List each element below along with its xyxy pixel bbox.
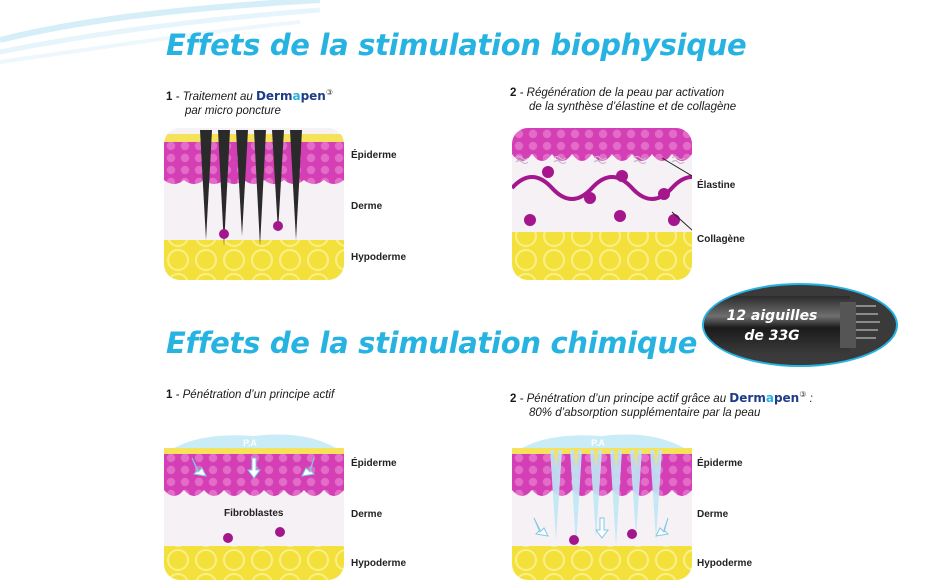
label-derme-chem2: Derme xyxy=(697,509,729,520)
chem-panel2-caption-line2: 80% d’absorption supplémentaire par la p… xyxy=(529,407,761,419)
chem-panel2-caption-text: - Pénétration d’un principe actif grâce … xyxy=(519,393,727,405)
arrow-down-icon-2 xyxy=(533,517,670,539)
label-collagene: Collagène xyxy=(697,234,745,245)
label-epiderme-chem2: Épiderme xyxy=(697,458,743,469)
label-hypoderme: Hypoderme xyxy=(351,252,407,263)
chem-panel2-caption: 2 - Pénétration d’un principe actif grâc… xyxy=(510,388,813,420)
arrow-down-icon xyxy=(191,457,316,479)
section-title-chimique: Effets de la stimulation chimique xyxy=(166,326,698,360)
bio-panel1-number: 1 xyxy=(166,91,173,103)
badge-line2: de 33G xyxy=(744,328,799,344)
label-hypoderme-chem2: Hypoderme xyxy=(697,558,753,569)
pa-label: P.A xyxy=(243,438,257,448)
chem-panel2-caption-suffix: : xyxy=(809,393,813,405)
label-elastine: Élastine xyxy=(697,180,736,191)
label-derme: Derme xyxy=(351,201,383,212)
bio-panel1-caption-line2: par micro poncture xyxy=(185,105,281,117)
needle-icon xyxy=(200,130,302,246)
bio-panel1-caption-text: - Traitement au xyxy=(175,91,253,103)
chem-panel2-number: 2 xyxy=(510,393,517,405)
bio-panel1-caption: 1 - Traitement au Dermapen③ par micro po… xyxy=(166,86,333,118)
needle-device-photo: 12 aiguilles de 33G xyxy=(702,283,898,367)
label-epiderme-chem1: Épiderme xyxy=(351,458,397,469)
bio-panel2-number: 2 xyxy=(510,87,517,99)
pa-label-2: P.A xyxy=(591,438,605,448)
decorative-swoosh xyxy=(0,0,320,64)
chem-panel2-skin-diagram: P.A xyxy=(512,434,692,580)
dermapen-brand: Dermapen③ xyxy=(255,88,334,103)
fibroblastes-label: Fibroblastes xyxy=(224,508,284,519)
bio-panel2-caption-text: - Régénération de la peau par activation xyxy=(519,87,725,99)
chem-panel1-number: 1 xyxy=(166,389,173,401)
bio-panel2-caption-line2: de la synthèse d’élastine et de collagèn… xyxy=(529,101,737,113)
label-derme-chem1: Derme xyxy=(351,509,383,520)
section-title-biophysique: Effets de la stimulation biophysique xyxy=(166,28,747,62)
dermapen-brand-2: Dermapen③ xyxy=(729,390,807,405)
chem-panel1-caption: 1 - Pénétration d’un principe actif xyxy=(166,388,334,402)
label-epiderme: Épiderme xyxy=(351,150,397,161)
badge-line1: 12 aiguilles xyxy=(727,308,818,324)
label-hypoderme-chem1: Hypoderme xyxy=(351,558,407,569)
bio-panel2-skin-diagram xyxy=(512,128,692,280)
bio-panel1-skin-diagram xyxy=(164,128,344,280)
chem-panel1-caption-text: - Pénétration d’un principe actif xyxy=(175,389,335,401)
chem-panel1-skin-diagram: P.A Fibroblastes xyxy=(164,434,344,580)
bio-panel2-caption: 2 - Régénération de la peau par activati… xyxy=(510,86,736,114)
